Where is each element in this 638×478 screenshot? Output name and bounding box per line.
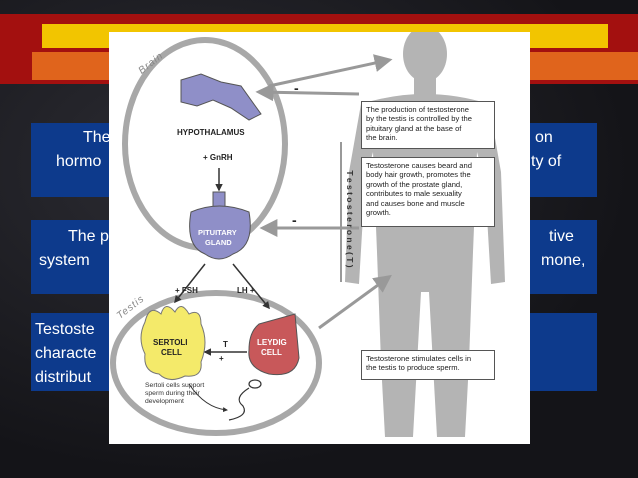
text-box-3-line3: distribut bbox=[35, 369, 92, 386]
text-box-2-right2: mone, bbox=[541, 252, 586, 269]
hypothalamus-shape bbox=[180, 73, 262, 121]
gnrh-label: + GnRH bbox=[203, 153, 233, 162]
text-box-1-left: The bbox=[83, 129, 111, 146]
lh-label: LH + bbox=[237, 286, 255, 295]
leydig-label-line2: CELL bbox=[261, 348, 282, 357]
testosterone-diagram: Brain Testis HYPOTHALAMUS + GnRH PITUITA… bbox=[109, 32, 530, 444]
pituitary-label-line1: PITUITARY bbox=[198, 228, 237, 237]
minus-label-1: - bbox=[294, 80, 299, 96]
note-testosterone-effects-text: Testosterone causes beard and body hair … bbox=[366, 161, 472, 218]
minus-label-2: - bbox=[292, 212, 297, 228]
text-box-1-right: on bbox=[535, 129, 553, 146]
sertoli-label-line1: SERTOLI bbox=[153, 338, 188, 347]
note-pituitary-control: The production of testosterone by the te… bbox=[361, 101, 495, 149]
sertoli-cell-shape bbox=[140, 306, 206, 380]
text-box-2-left: The p bbox=[68, 228, 109, 245]
sertoli-label-line2: CELL bbox=[161, 348, 182, 357]
text-box-3-line1: Testoste bbox=[35, 321, 95, 338]
note-sperm-production-text: Testosterone stimulates cells in the tes… bbox=[366, 354, 472, 373]
text-box-3-line2: characte bbox=[35, 345, 97, 362]
plus-label: + bbox=[219, 354, 224, 363]
fsh-label: + FSH bbox=[175, 286, 198, 295]
pituitary-label-line2: GLAND bbox=[205, 238, 232, 247]
text-box-1-right2: ty of bbox=[531, 153, 562, 170]
testosterone-vertical-label: T e s t o s t e r o n e ( T ) bbox=[345, 170, 355, 268]
sertoli-note: Sertoli cells support sperm during their… bbox=[145, 382, 205, 405]
note-testosterone-effects: Testosterone causes beard and body hair … bbox=[361, 157, 495, 227]
text-box-2-right: tive bbox=[549, 228, 574, 245]
note-pituitary-control-text: The production of testosterone by the te… bbox=[366, 105, 472, 143]
testis-oval bbox=[110, 290, 322, 436]
hypothalamus-label: HYPOTHALAMUS bbox=[177, 128, 245, 137]
text-box-2-left2: system bbox=[39, 252, 90, 269]
sperm-cell-shape bbox=[228, 379, 262, 421]
pituitary-gland-shape bbox=[189, 191, 251, 260]
text-box-1-left2: hormo bbox=[56, 153, 102, 170]
leydig-cell-shape bbox=[248, 313, 300, 376]
leydig-label-line1: LEYDIG bbox=[257, 338, 287, 347]
note-sperm-production: Testosterone stimulates cells in the tes… bbox=[361, 350, 495, 380]
t-label: T bbox=[223, 340, 228, 349]
